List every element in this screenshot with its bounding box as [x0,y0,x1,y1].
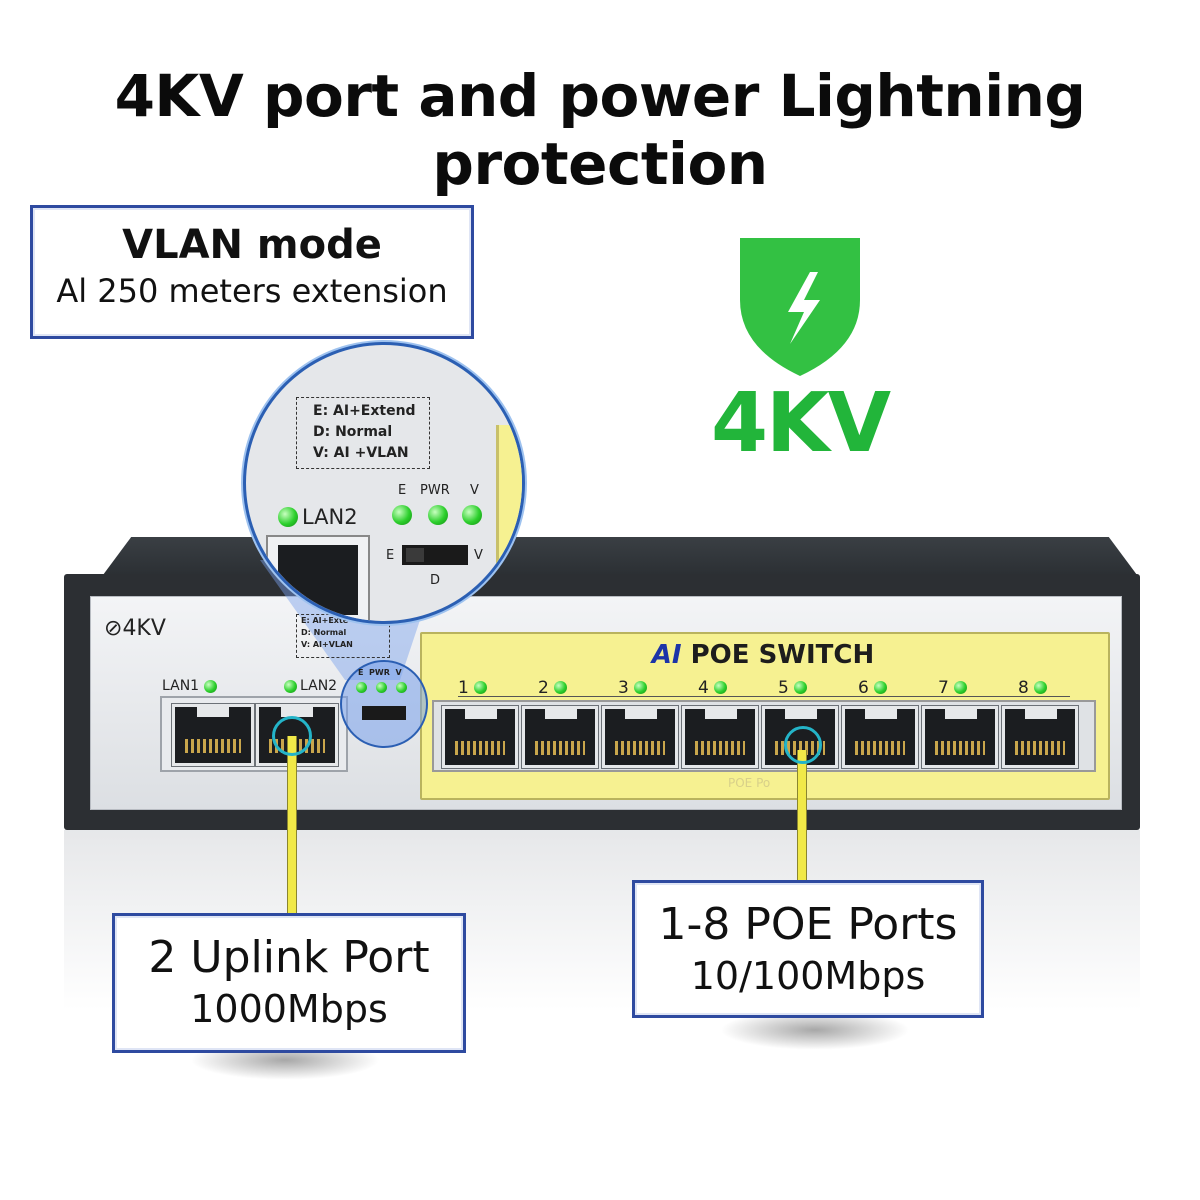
mode-legend-d: D: Normal [313,424,393,440]
zoom-e-led [392,505,412,525]
poe-port-number: 6 [858,678,869,698]
poe-port-led [954,681,967,694]
poe-port-number: 1 [458,678,469,698]
brand-4kv: ⊘4KV [104,616,166,641]
mini-pwr-led [376,682,387,693]
poe-port[interactable] [522,706,598,768]
uplink-port-callout: 2 Uplink Port 1000Mbps [112,913,466,1053]
lan2-led [284,680,297,693]
zoom-indicator-v: V [470,483,479,498]
lan1-port[interactable] [172,704,254,766]
vlan-mode-subtitle: Al 250 meters extension [56,272,448,310]
4kv-badge-label: 4KV [710,376,891,471]
mode-legend-e: E: AI+Extend [313,403,416,419]
no-lightning-icon: ⊘ [104,616,123,641]
lightning-shield-icon [700,230,900,470]
switch-label-e: E [386,548,395,563]
poe-port-led [474,681,487,694]
poe-callout-speed: 10/100Mbps [690,954,926,998]
poe-callout-title: 1-8 POE Ports [658,899,958,950]
mini-e-led [356,682,367,693]
poe-port-led [634,681,647,694]
uplink-callout-title: 2 Uplink Port [148,932,430,983]
poe-connector-line [797,750,807,882]
mode-legend-v: V: AI +VLAN [313,445,409,461]
magnifier-target [340,660,428,748]
mode-legend-box: E: AI+Extend D: Normal V: AI +VLAN [296,397,430,469]
poe-port-led [1034,681,1047,694]
lan1-led [204,680,217,693]
uplink-connector-line [287,736,297,914]
zoom-lan2-led [278,507,298,527]
poe-port[interactable] [1002,706,1078,768]
poe-switch-title: AI POE SWITCH [651,640,875,670]
poe-port-number: 4 [698,678,709,698]
magnifier-circle: E: AI+Extend D: Normal V: AI +VLAN LAN2 … [243,342,525,624]
poe-port[interactable] [682,706,758,768]
zoom-pwr-led [428,505,448,525]
poe-port[interactable] [922,706,998,768]
vlan-mode-callout: VLAN mode Al 250 meters extension [30,205,474,339]
zoom-indicator-e: E [398,483,407,498]
poe-port-number: 8 [1018,678,1029,698]
headline: 4KV port and power Lightning protection [114,62,1086,198]
poe-port-led [874,681,887,694]
zoom-lan2-port-frame [266,535,370,621]
zoom-poe-panel-edge [496,425,522,621]
poe-port[interactable] [842,706,918,768]
zoom-v-led [462,505,482,525]
mode-switch[interactable] [402,545,468,565]
poe-port-number: 7 [938,678,949,698]
poe-highlight-ring [784,726,822,764]
poe-footer-text: POE Po [728,776,771,790]
vlan-mode-title: VLAN mode [122,222,382,268]
mini-indicator-labels: E PWR V [358,668,402,677]
poe-port-led [794,681,807,694]
switch-label-d: D [430,573,441,588]
lan1-label: LAN1 [162,678,200,694]
poe-port-led [554,681,567,694]
poe-port-number: 5 [778,678,789,698]
uplink-highlight-ring [272,716,312,756]
zoom-indicator-pwr: PWR [420,483,450,498]
poe-port[interactable] [602,706,678,768]
switch-label-v: V [474,548,483,563]
uplink-callout-speed: 1000Mbps [190,987,388,1031]
poe-ports-callout: 1-8 POE Ports 10/100Mbps [632,880,984,1018]
mini-v-led [396,682,407,693]
lan2-label: LAN2 [300,678,338,694]
poe-port-number: 2 [538,678,549,698]
poe-port[interactable] [442,706,518,768]
poe-port-led [714,681,727,694]
mini-mode-switch[interactable] [362,706,406,720]
poe-port-number: 3 [618,678,629,698]
zoom-lan2-label: LAN2 [302,505,358,529]
port-number-rule [458,696,1070,697]
